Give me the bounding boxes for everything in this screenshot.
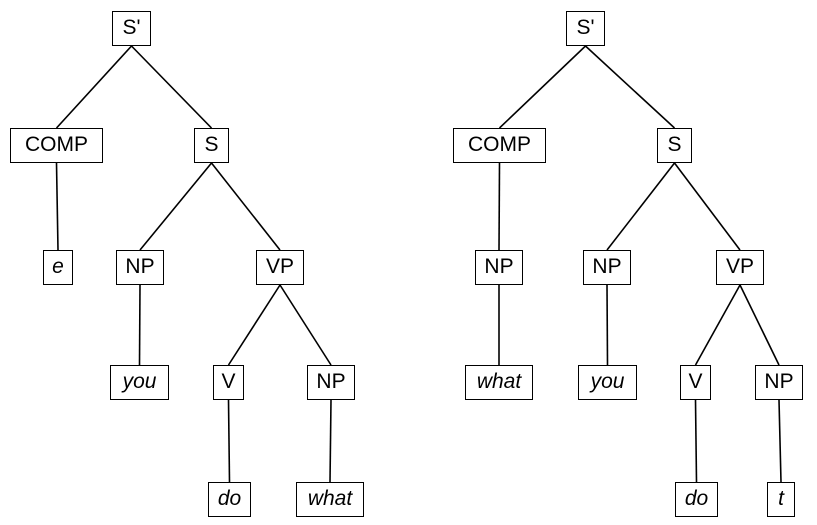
tree-edge-r-np2-to-r-t: [778, 399, 782, 483]
tree-edge-l-np2-to-l-what: [329, 399, 332, 483]
tree-node-label: NP: [592, 255, 622, 278]
tree-edge-l-sbar-to-l-comp: [55, 45, 133, 129]
tree-node-label: what: [307, 487, 353, 510]
tree-node-label: NP: [125, 255, 155, 278]
tree-node-l-sbar: S': [112, 11, 151, 46]
tree-edge-r-s-to-r-np1: [606, 162, 676, 251]
tree-node-label: S: [204, 133, 219, 156]
tree-node-label: what: [476, 370, 522, 393]
tree-edge-l-v-to-l-do: [227, 399, 231, 483]
tree-edge-l-s-to-l-np1: [139, 162, 213, 251]
tree-node-label: S': [576, 16, 595, 39]
tree-edge-r-sbar-to-r-s: [584, 45, 676, 129]
tree-node-label: VP: [265, 255, 294, 278]
tree-node-r-t: t: [767, 482, 795, 517]
tree-node-label: you: [122, 370, 157, 393]
tree-edge-l-sbar-to-l-s: [130, 45, 213, 129]
tree-edge-r-vp-to-r-v: [694, 284, 741, 366]
tree-node-r-what: what: [465, 365, 533, 400]
tree-edge-r-comp-to-r-np0: [498, 162, 501, 251]
tree-node-l-do: do: [208, 482, 251, 517]
tree-node-r-s: S: [657, 128, 692, 163]
tree-edge-l-s-to-l-vp: [210, 162, 281, 251]
tree-node-label: NP: [764, 370, 794, 393]
tree-node-label: e: [52, 255, 64, 278]
tree-node-label: COMP: [468, 133, 531, 156]
tree-edge-r-v-to-r-do: [694, 399, 698, 483]
tree-node-label: COMP: [25, 133, 88, 156]
tree-node-l-s: S: [194, 128, 229, 163]
tree-node-label: NP: [484, 255, 514, 278]
tree-node-r-sbar: S': [566, 11, 605, 46]
tree-node-r-you: you: [578, 365, 637, 400]
tree-node-label: V: [688, 370, 703, 393]
tree-node-l-what: what: [296, 482, 364, 517]
tree-node-r-np2: NP: [755, 365, 803, 400]
tree-edge-l-comp-to-l-e: [55, 162, 59, 251]
tree-node-l-comp: COMP: [10, 128, 103, 163]
tree-node-r-np0: NP: [475, 250, 523, 285]
tree-node-r-do: do: [675, 482, 718, 517]
tree-node-r-np1: NP: [583, 250, 631, 285]
tree-node-l-v: V: [213, 365, 244, 400]
tree-node-label: you: [590, 370, 625, 393]
tree-edge-r-sbar-to-r-comp: [498, 45, 587, 129]
tree-node-label: S': [122, 16, 141, 39]
tree-edge-l-np1-to-l-you: [138, 284, 141, 366]
tree-edge-r-np1-to-r-you: [606, 284, 609, 366]
tree-edge-l-vp-to-l-np2: [279, 284, 332, 366]
tree-node-r-comp: COMP: [453, 128, 546, 163]
tree-node-l-vp: VP: [256, 250, 304, 285]
tree-node-label: S: [667, 133, 682, 156]
tree-node-l-e: e: [43, 250, 73, 285]
tree-node-r-vp: VP: [716, 250, 764, 285]
tree-node-r-v: V: [680, 365, 711, 400]
tree-node-label: NP: [316, 370, 346, 393]
tree-node-label: VP: [725, 255, 754, 278]
tree-node-l-np2: NP: [307, 365, 355, 400]
tree-edge-r-s-to-r-vp: [673, 162, 741, 251]
tree-node-label: do: [217, 487, 242, 510]
tree-edge-r-vp-to-r-np2: [739, 284, 780, 366]
tree-node-label: t: [778, 487, 784, 510]
tree-node-l-np1: NP: [116, 250, 164, 285]
tree-node-label: V: [221, 370, 236, 393]
tree-node-l-you: you: [110, 365, 169, 400]
tree-edge-l-vp-to-l-v: [227, 284, 281, 366]
tree-node-label: do: [684, 487, 709, 510]
